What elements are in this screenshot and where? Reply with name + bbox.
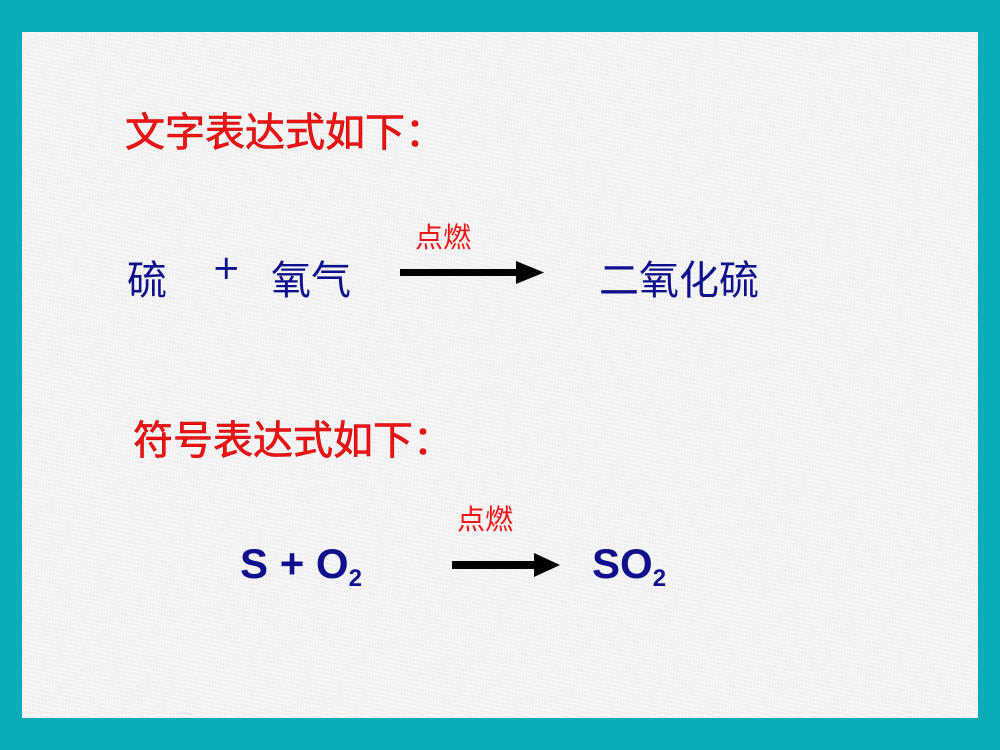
word-product-sulfur-dioxide: 二氧化硫: [599, 258, 759, 304]
word-equation-condition: 点燃: [415, 221, 472, 254]
word-plus-sign: +: [212, 248, 241, 288]
symbol-reactant-s: S: [240, 540, 269, 587]
right-arrow-icon: [452, 553, 560, 577]
slide-panel: 文字表达式如下： 点燃 硫 + 氧气 二氧化硫 符号表达式如下： 点燃 S + …: [22, 32, 978, 718]
word-reactant-oxygen: 氧气: [271, 258, 351, 304]
word-equation-heading: 文字表达式如下：: [125, 110, 446, 157]
word-reactant-sulfur: 硫: [127, 258, 167, 304]
right-arrow-icon: [400, 261, 544, 284]
symbol-product-so2: SO2: [592, 540, 667, 592]
symbol-equation-condition: 点燃: [457, 503, 514, 536]
symbol-reactants: S + O2: [240, 540, 362, 593]
symbol-plus-sign: +: [279, 540, 305, 587]
symbol-reactant-o2: O2: [315, 540, 362, 592]
symbol-equation-heading: 符号表达式如下：: [133, 418, 454, 465]
